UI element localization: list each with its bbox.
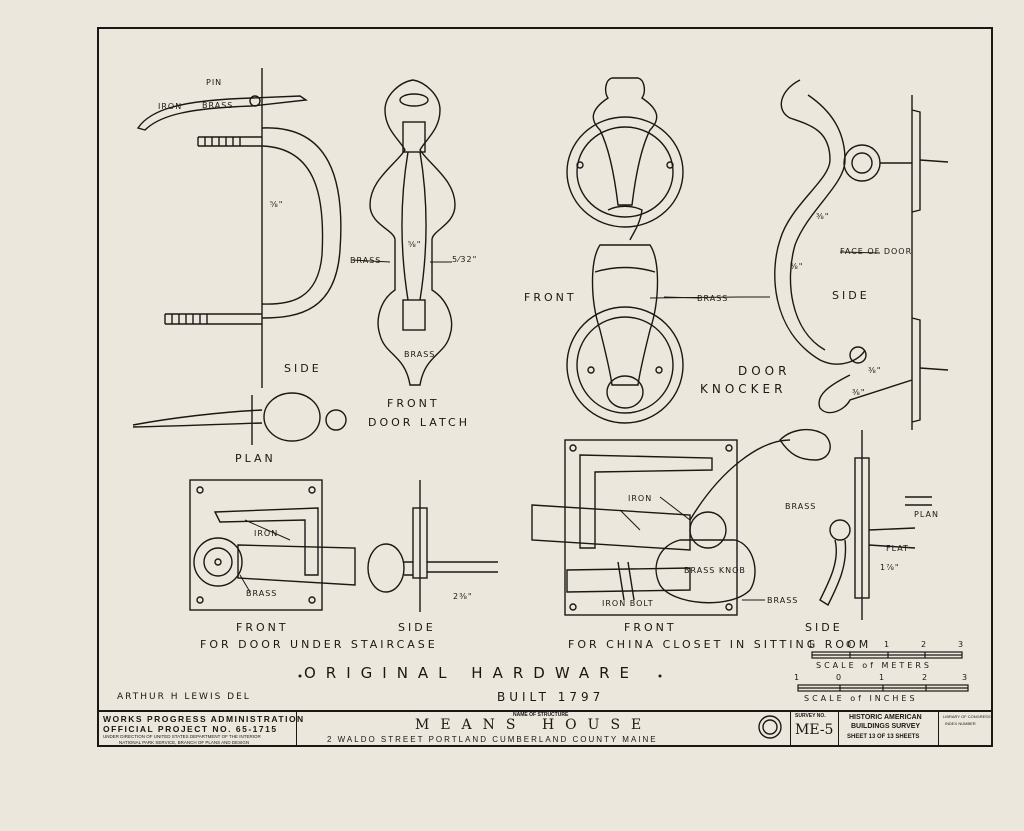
scale-bars bbox=[797, 651, 969, 692]
label-iron-lock-1: IRON bbox=[254, 529, 279, 538]
agency-line-1: WORKS PROGRESS ADMINISTRATION bbox=[103, 714, 305, 724]
label-side-lock-2: SIDE bbox=[805, 621, 843, 634]
door-latch-front bbox=[369, 79, 456, 386]
label-pin: PIN bbox=[206, 78, 223, 87]
inches-tick-4: 3 bbox=[962, 673, 969, 682]
sheet-number: SHEET 13 OF 13 SHEETS bbox=[847, 734, 920, 740]
title-block-survey: SURVEY NO. ME-5 bbox=[791, 712, 839, 747]
door-handle-plan bbox=[132, 392, 347, 445]
structure-name: MEANS HOUSE bbox=[415, 717, 653, 733]
label-plan-1: PLAN bbox=[235, 452, 276, 465]
label-iron-bolt: IRON BOLT bbox=[602, 599, 654, 608]
label-latch-dim-1: ⅝" bbox=[408, 240, 422, 249]
label-door-knocker-2: KNOCKER bbox=[700, 382, 787, 396]
label-flat: FLAT bbox=[886, 544, 909, 553]
meters-tick-1: 0 bbox=[846, 640, 853, 649]
title-block: WORKS PROGRESS ADMINISTRATION OFFICIAL P… bbox=[97, 710, 993, 747]
delineator: ARTHUR H LEWIS DEL bbox=[117, 692, 251, 702]
label-plan-2: PLAN bbox=[914, 510, 939, 519]
agency-line-3: UNDER DIRECTION OF UNITED STATES DEPARTM… bbox=[103, 734, 261, 739]
label-latch-brass: BRASS bbox=[404, 350, 436, 359]
drawing-frame bbox=[97, 27, 993, 747]
hab-line-2: BUILDINGS SURVEY bbox=[851, 723, 921, 730]
loc-line-1: LIBRARY OF CONGRESS bbox=[943, 714, 991, 719]
label-dim-3: 1⅞" bbox=[880, 563, 900, 572]
structure-caption: NAME OF STRUCTURE bbox=[513, 712, 569, 718]
lock-staircase-front bbox=[189, 479, 356, 611]
label-knock-dim-4: ⅜" bbox=[852, 388, 866, 397]
title-block-hab: HISTORIC AMERICAN BUILDINGS SURVEY SHEET… bbox=[839, 712, 939, 747]
label-dim-2: 2⅜" bbox=[453, 592, 473, 601]
lock-china-front bbox=[531, 439, 791, 616]
drawing-title: ORIGINAL HARDWARE bbox=[304, 664, 639, 682]
label-iron-top: IRON bbox=[158, 102, 183, 111]
label-face-of-door: FACE OF DOOR bbox=[840, 247, 913, 256]
label-side-knocker: SIDE bbox=[832, 289, 870, 302]
title-block-structure: NAME OF STRUCTURE MEANS HOUSE 2 WALDO ST… bbox=[297, 712, 791, 747]
label-knock-dim-1: ⅜" bbox=[816, 212, 830, 221]
meters-tick-2: 1 bbox=[884, 640, 891, 649]
label-iron-lock-2: IRON bbox=[628, 494, 653, 503]
label-door-knocker-1: DOOR bbox=[738, 364, 791, 378]
title-block-loc: LIBRARY OF CONGRESS INDEX NUMBER bbox=[939, 712, 991, 747]
loc-line-2: INDEX NUMBER bbox=[945, 721, 976, 726]
label-front-lock-1: FRONT bbox=[236, 621, 289, 634]
agency-line-2: OFFICIAL PROJECT NO. 65-1715 bbox=[103, 724, 278, 734]
label-side-lock-1: SIDE bbox=[398, 621, 436, 634]
meters-tick-3: 2 bbox=[921, 640, 928, 649]
leader-lines bbox=[239, 251, 881, 601]
label-brass-knocker: BRASS bbox=[697, 294, 729, 303]
label-for-door: FOR DOOR UNDER STAIRCASE bbox=[200, 638, 438, 651]
door-knocker-side bbox=[774, 79, 949, 430]
title-block-agency: WORKS PROGRESS ADMINISTRATION OFFICIAL P… bbox=[97, 712, 303, 747]
lock-staircase-side bbox=[367, 480, 498, 612]
label-brass-lock-2: BRASS bbox=[767, 596, 799, 605]
door-handle-side bbox=[136, 68, 342, 388]
label-brass-knob: BRASS KNOB bbox=[684, 566, 746, 575]
label-dim-a: ⅝" bbox=[270, 200, 284, 209]
label-knock-dim-2: ⅜" bbox=[790, 262, 804, 271]
structure-address: 2 WALDO STREET PORTLAND CUMBERLAND COUNT… bbox=[327, 735, 658, 744]
agency-line-4: NATIONAL PARK SERVICE, BRANCH OF PLANS A… bbox=[119, 740, 250, 745]
built-date: BUILT 1797 bbox=[497, 690, 605, 704]
label-front-latch: FRONT bbox=[387, 397, 440, 410]
inches-tick-1: 0 bbox=[836, 673, 843, 682]
survey-caption: SURVEY NO. bbox=[795, 713, 826, 719]
label-brass-side-2: BRASS bbox=[785, 502, 817, 511]
label-brass-lock-1: BRASS bbox=[246, 589, 278, 598]
meters-tick-4: 3 bbox=[958, 640, 965, 649]
label-door-latch: DOOR LATCH bbox=[368, 416, 471, 429]
title-dots bbox=[298, 674, 662, 678]
label-for-china: FOR CHINA CLOSET IN SITTING ROOM bbox=[568, 638, 872, 651]
inches-tick-3: 2 bbox=[922, 673, 929, 682]
label-brass-top: BRASS bbox=[202, 101, 234, 110]
inches-tick-2: 1 bbox=[879, 673, 886, 682]
label-front-lock-2: FRONT bbox=[624, 621, 677, 634]
door-knocker-front bbox=[566, 77, 684, 424]
label-front-knocker: FRONT bbox=[524, 291, 577, 304]
lock-china-side bbox=[779, 428, 932, 620]
meters-label: SCALE of METERS bbox=[816, 661, 932, 670]
inches-label: SCALE of INCHES bbox=[804, 694, 918, 703]
meters-tick-0: 1 bbox=[808, 640, 815, 649]
label-latch-dim-2: 5⁄32" bbox=[452, 255, 478, 264]
label-brass-handle: BRASS bbox=[350, 256, 382, 265]
label-side-1: SIDE bbox=[284, 362, 322, 375]
hab-line-1: HISTORIC AMERICAN bbox=[849, 714, 922, 721]
survey-number: ME-5 bbox=[795, 722, 834, 738]
survey-seal bbox=[758, 715, 782, 739]
label-knock-dim-3: ⅜" bbox=[868, 366, 882, 375]
inches-tick-0: 1 bbox=[794, 673, 801, 682]
